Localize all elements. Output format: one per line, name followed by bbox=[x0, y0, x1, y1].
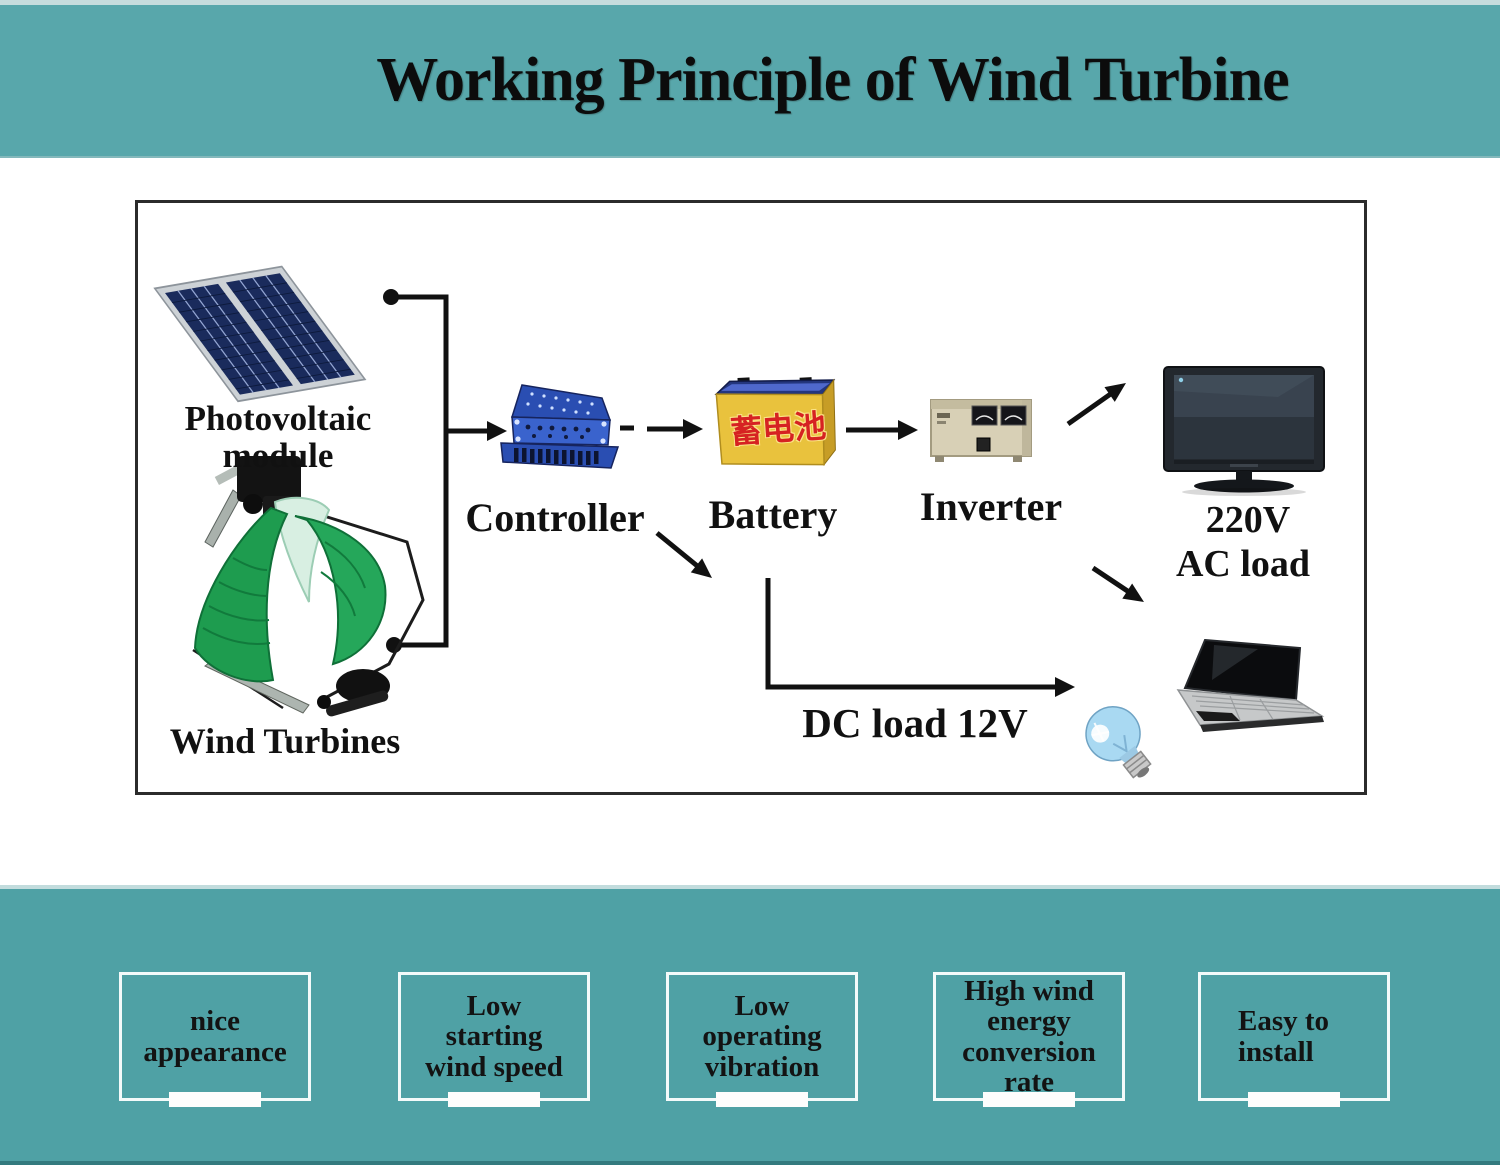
feature-box-bottom-bar bbox=[169, 1092, 261, 1107]
laptop-icon bbox=[1176, 638, 1325, 732]
wind-turbines-label: Wind Turbines bbox=[169, 721, 401, 761]
inverter-label: Inverter bbox=[919, 484, 1063, 529]
charge-controller-icon bbox=[500, 384, 620, 469]
diagram-panel bbox=[135, 200, 1367, 795]
light-bulb-icon bbox=[1085, 706, 1152, 779]
feature-label: Low starting wind speed bbox=[425, 989, 563, 1083]
battery-icon bbox=[714, 377, 836, 467]
dc-load-label: DC load 12V bbox=[802, 700, 1028, 746]
feature-label: Easy to install bbox=[1238, 1005, 1330, 1068]
feature-box-bottom-bar bbox=[716, 1092, 808, 1107]
feature-label: Low operating vibration bbox=[702, 989, 822, 1083]
battery-chinese-text: 蓄电池 bbox=[728, 406, 828, 452]
features-banner: nice appearance Low starting wind speed … bbox=[0, 885, 1500, 1165]
feature-box-bottom-bar bbox=[1248, 1092, 1340, 1107]
feature-label: High wind energy conversion rate bbox=[962, 974, 1096, 1098]
feature-box-nice-appearance: nice appearance bbox=[119, 972, 311, 1107]
feature-box-easy-to-install: Easy to install bbox=[1198, 972, 1390, 1107]
feature-label: nice appearance bbox=[143, 1005, 287, 1068]
photovoltaic-label: Photovoltaic module bbox=[184, 399, 372, 476]
battery-label: Battery bbox=[708, 492, 838, 537]
inverter-icon bbox=[930, 399, 1032, 462]
ac-voltage-label: 220V bbox=[1205, 499, 1291, 541]
title-banner: Working Principle of Wind Turbine bbox=[0, 0, 1500, 158]
page-title: Working Principle of Wind Turbine bbox=[376, 46, 1289, 114]
wind-turbine-icon bbox=[192, 456, 425, 717]
solar-panel-icon bbox=[153, 265, 367, 403]
controller-label: Controller bbox=[465, 495, 645, 540]
ac-load-label: AC load bbox=[1175, 543, 1311, 585]
feature-box-high-conversion-rate: High wind energy conversion rate bbox=[933, 972, 1125, 1107]
feature-box-bottom-bar bbox=[983, 1092, 1075, 1107]
feature-box-low-operating-vibration: Low operating vibration bbox=[666, 972, 858, 1107]
feature-box-bottom-bar bbox=[448, 1092, 540, 1107]
tv-icon bbox=[1163, 366, 1325, 496]
feature-box-low-starting-wind-speed: Low starting wind speed bbox=[398, 972, 590, 1107]
